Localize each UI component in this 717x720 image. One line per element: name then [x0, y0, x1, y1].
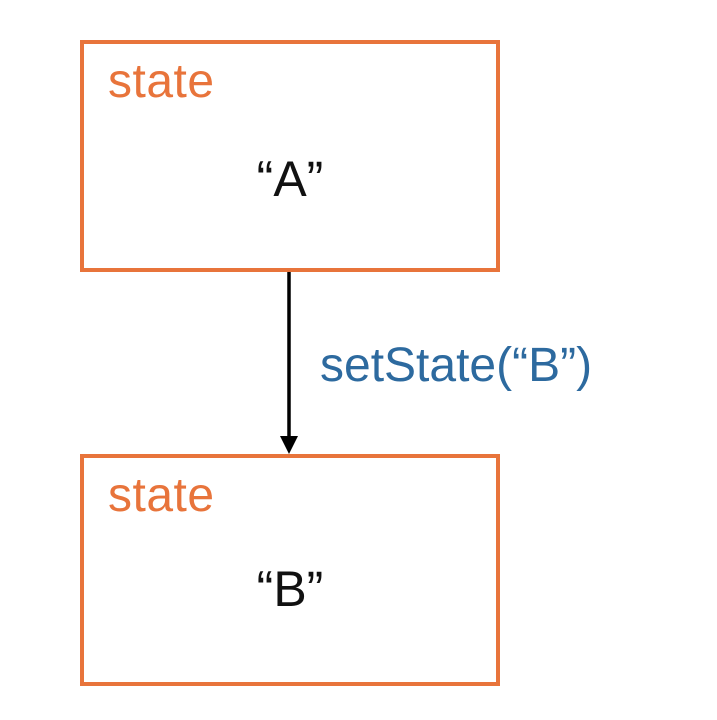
transition-label: setState(“B”) — [320, 339, 593, 392]
state-value-a: “A” — [256, 151, 324, 207]
state-label: state — [108, 55, 215, 108]
state-box-a: state “A” — [80, 40, 500, 272]
state-label: state — [108, 469, 215, 522]
state-box-b: state “B” — [80, 454, 500, 686]
state-value-b: “B” — [256, 561, 324, 617]
arrow-head — [280, 436, 298, 454]
